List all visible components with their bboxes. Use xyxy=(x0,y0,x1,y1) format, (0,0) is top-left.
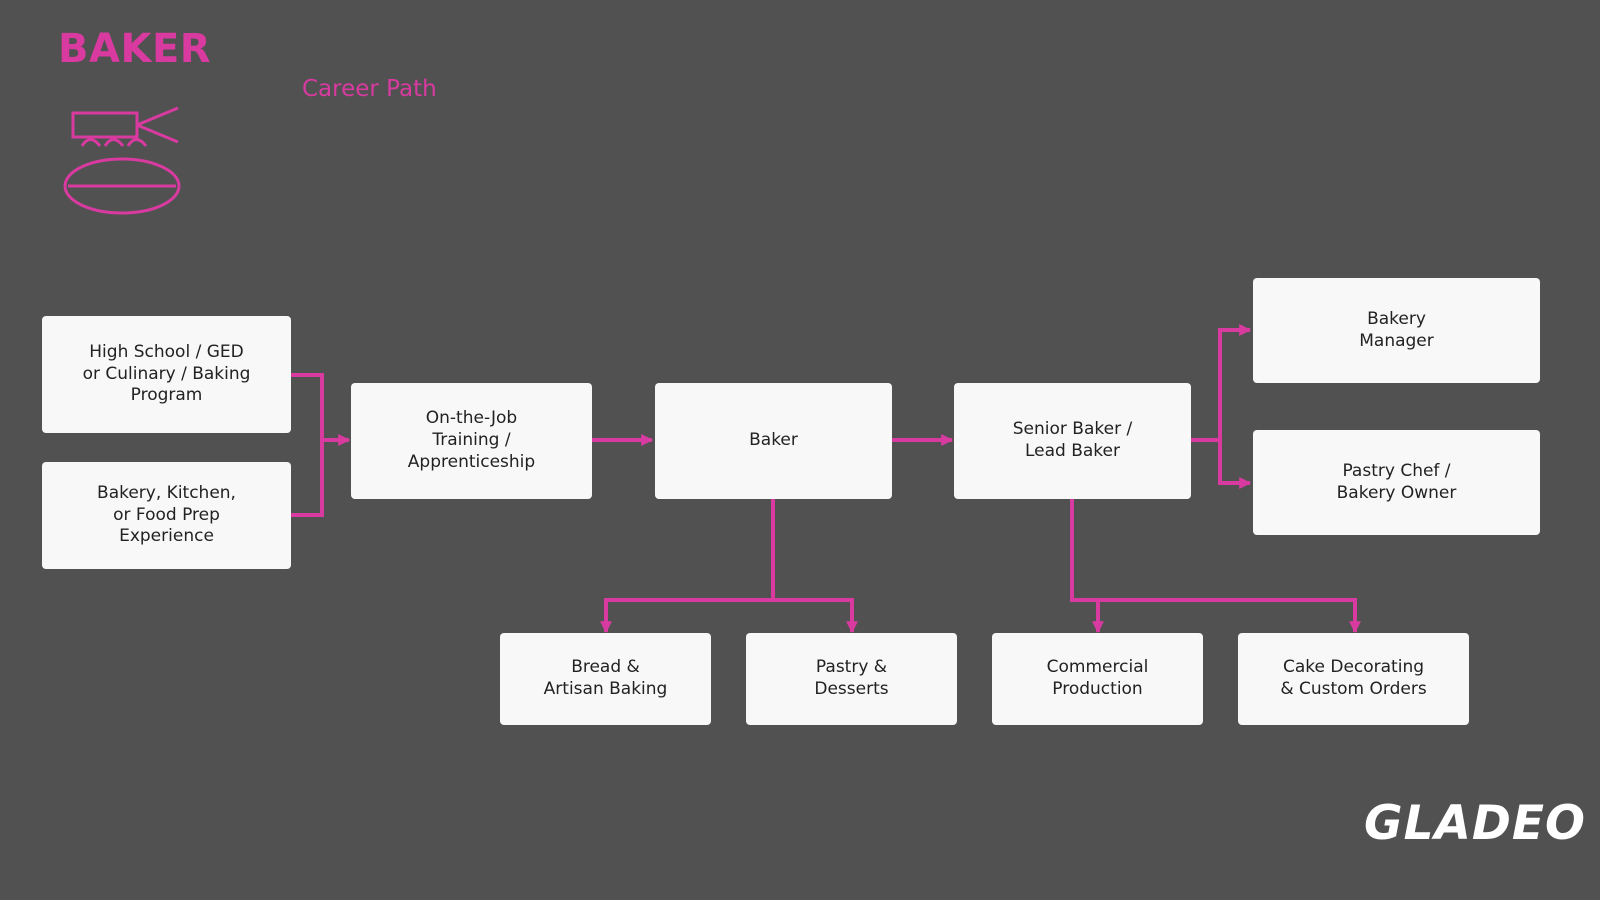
gladeo-logo: G GLADEO xyxy=(1358,792,1585,854)
node-baker: Baker xyxy=(655,383,892,499)
node-commercial-production: Commercial Production xyxy=(992,633,1203,725)
page-title: BAKER xyxy=(58,26,212,72)
connector-experience-training xyxy=(291,440,324,517)
connector-baker-bread xyxy=(600,499,775,634)
connector-senior-pastry-chef xyxy=(1218,440,1252,489)
connector-senior-commercial xyxy=(1070,499,1104,634)
node-pastry-chef: Pastry Chef / Bakery Owner xyxy=(1253,430,1540,535)
logo-text: GLADEO xyxy=(1364,795,1586,851)
node-cake-decorating: Cake Decorating & Custom Orders xyxy=(1238,633,1469,725)
node-experience: Bakery, Kitchen, or Food Prep Experience xyxy=(42,462,291,569)
baker-bread-icon xyxy=(63,106,181,215)
node-bread-baking: Bread & Artisan Baking xyxy=(500,633,711,725)
connector-baker-pastry xyxy=(773,598,858,634)
node-bakery-manager: Bakery Manager xyxy=(1253,278,1540,383)
node-training: On-the-Job Training / Apprenticeship xyxy=(351,383,592,499)
page-subtitle: Career Path xyxy=(302,76,437,102)
connector-education-training xyxy=(291,373,351,446)
node-education: High School / GED or Culinary / Baking P… xyxy=(42,316,291,433)
connector-senior-manager xyxy=(1190,324,1252,442)
node-senior-baker: Senior Baker / Lead Baker xyxy=(954,383,1191,499)
connector-senior-cake xyxy=(1098,598,1361,634)
node-pastry-desserts: Pastry & Desserts xyxy=(746,633,957,725)
